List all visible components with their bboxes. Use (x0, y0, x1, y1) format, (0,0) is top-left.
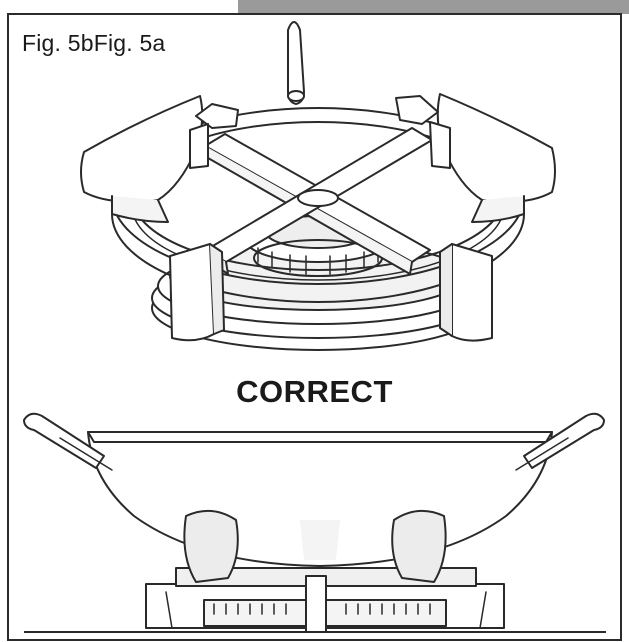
right-wing-base (471, 195, 525, 223)
top-prong-base (287, 90, 305, 102)
front-right-leg-side (439, 243, 453, 337)
wok-handle-right-line (515, 437, 569, 471)
ring-band-side (111, 195, 525, 303)
ring-lug-left (195, 103, 239, 129)
left-wing-base (111, 195, 169, 223)
figure-label: Fig. 5bFig. 5a (22, 30, 166, 56)
burner-ports (257, 247, 379, 275)
front-right-leg (451, 243, 493, 342)
center-prong (305, 575, 327, 633)
back-right-leg (429, 121, 451, 169)
wok-ring-drawing (80, 21, 556, 351)
cross-hub (297, 189, 339, 207)
wok-rim (87, 431, 553, 443)
back-left-leg (189, 123, 209, 169)
page-edge-strip (0, 0, 238, 14)
stand-base-feet (165, 591, 487, 629)
front-left-leg-side (209, 243, 225, 335)
burner-teeth (213, 603, 431, 615)
wok-handle-left-line (59, 437, 113, 471)
right-wing-support (436, 93, 556, 203)
wok-drawing (23, 412, 605, 633)
support-wing-right (391, 509, 447, 583)
ring-band-inner-side (131, 195, 505, 281)
page-edge-gray-strip (238, 0, 629, 14)
front-left-leg (169, 243, 215, 342)
ring-lug-right (395, 95, 439, 125)
support-shadow (300, 520, 340, 560)
left-wing-support (80, 95, 204, 203)
correct-caption: CORRECT (236, 374, 393, 409)
support-wing-left (183, 509, 239, 583)
